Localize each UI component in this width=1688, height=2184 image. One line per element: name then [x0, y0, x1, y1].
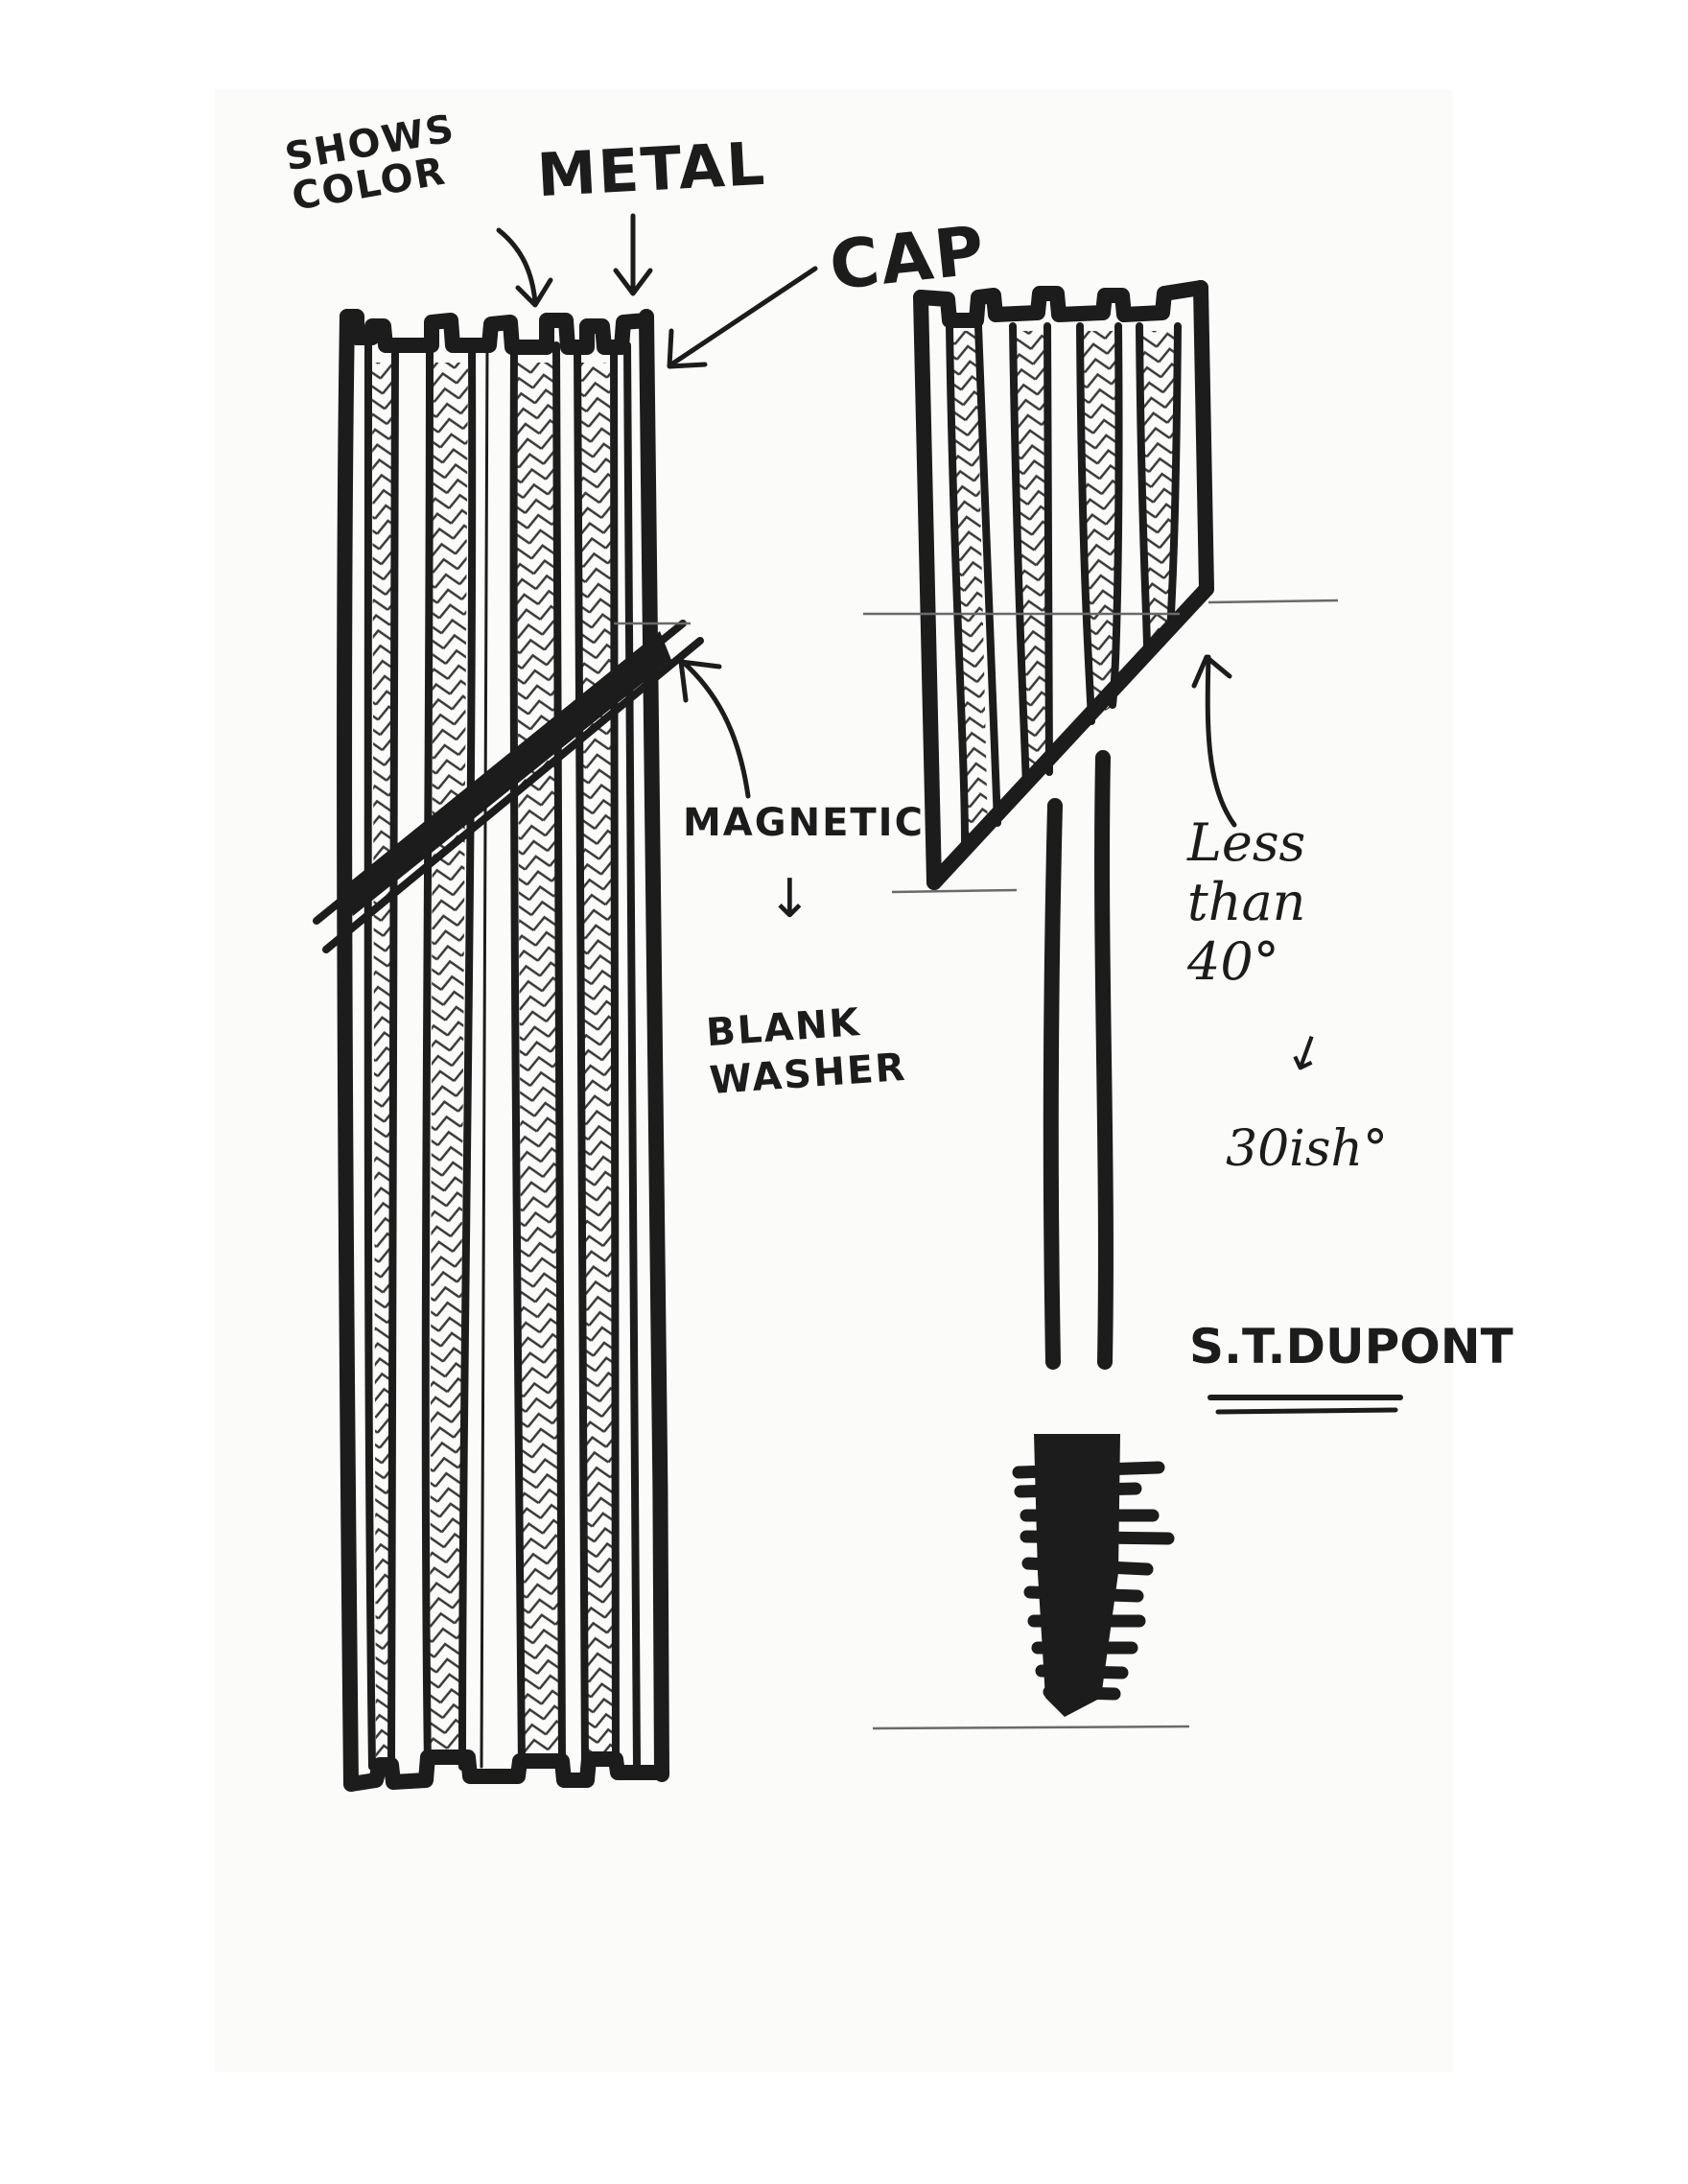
blank-washer-label: BLANK WASHER [705, 996, 908, 1105]
angle-spec-label: Less than 40° [1187, 813, 1305, 992]
wand-stem [1043, 750, 1114, 1370]
metal-label: METAL [535, 128, 768, 211]
closed-tube [313, 309, 704, 1792]
thirty-ish-label: 30ish° [1226, 1120, 1388, 1178]
less-than-line2: than [1187, 872, 1306, 932]
angle-arrow-icon [1205, 654, 1237, 828]
brand-label: S.T.DUPONT [1189, 1319, 1513, 1374]
annotation-arrows [496, 213, 1403, 1415]
magnetic-arrow-icon [680, 659, 751, 799]
shows-color-arrow-icon [496, 227, 538, 305]
less-than-line3: 40° [1187, 931, 1279, 992]
mascara-brush [872, 1434, 1190, 1730]
cap-color-stripes [950, 331, 1176, 844]
magnetic-label: MAGNETIC [683, 801, 925, 845]
sketch-paper [215, 89, 1453, 2072]
cap-label: CAP [826, 210, 990, 306]
open-cap [863, 280, 1339, 894]
magnetic-to-washer-arrow-icon: ↓ [767, 868, 812, 930]
less-than-line1: Less [1187, 812, 1306, 873]
cap-arrow-icon [668, 266, 818, 367]
